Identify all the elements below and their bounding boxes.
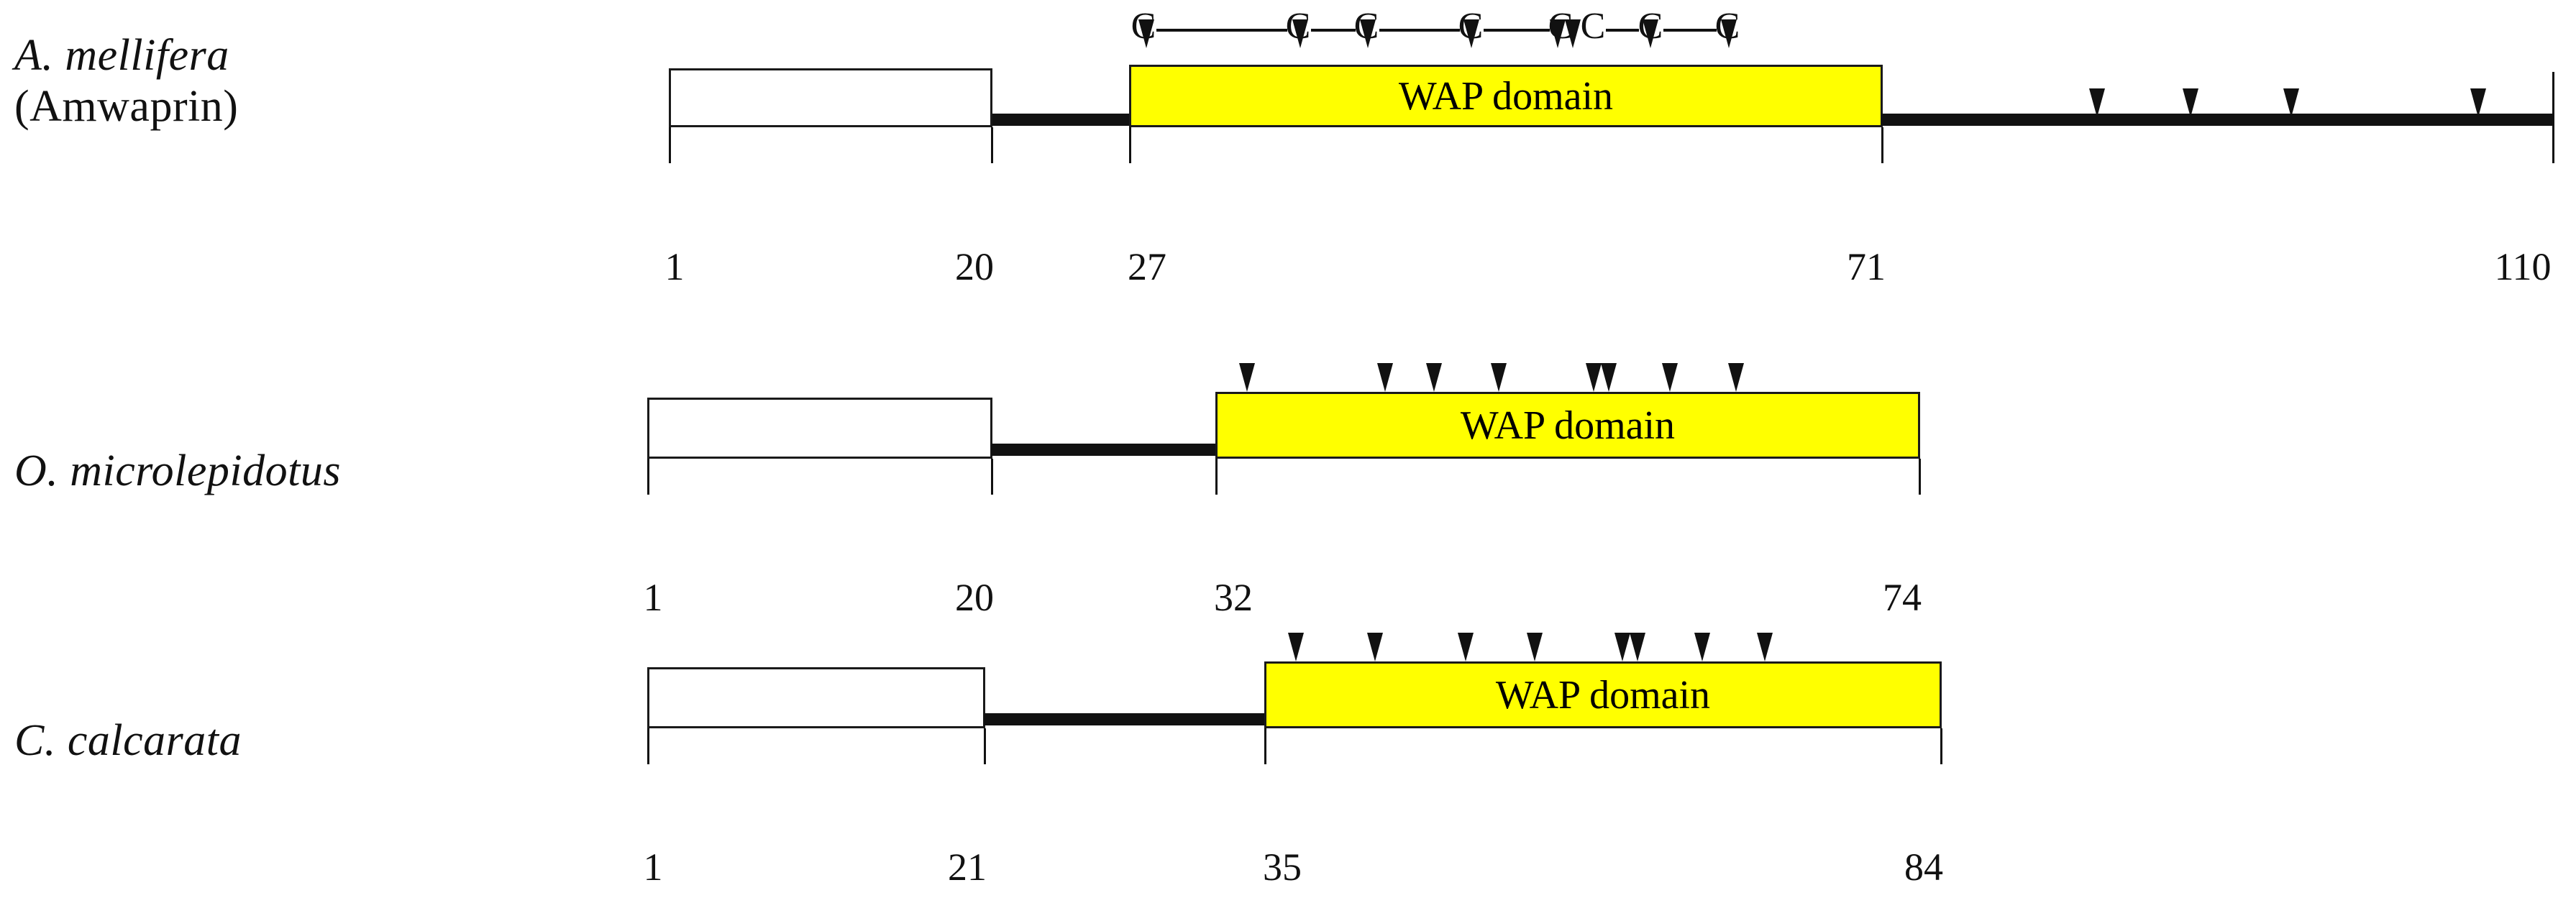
axis-tick: [991, 127, 993, 163]
cys-arrow-marker: [1426, 363, 1442, 392]
axis-label: 84: [1904, 846, 1943, 889]
species-name-line1: A. mellifera: [14, 31, 229, 80]
wap-domain-label: WAP domain: [1495, 672, 1711, 718]
cys-link-1-2: [1156, 29, 1287, 32]
axis-tick: [2552, 72, 2554, 163]
species-name-line1: O. microlepidotus: [14, 446, 341, 495]
axis-tick: [1129, 127, 1131, 163]
cys-arrow-marker: [2089, 88, 2105, 117]
cys-arrow-marker: [1614, 633, 1630, 661]
cys-letter-6: C: [1580, 6, 1606, 47]
cys-arrow-marker: [1292, 19, 1308, 48]
axis-label: 71: [1847, 245, 1886, 288]
cys-arrow-marker: [1491, 363, 1507, 392]
axis-label: 20: [955, 576, 994, 619]
cys-arrow-marker: [1662, 363, 1678, 392]
axis-tick: [669, 127, 671, 163]
axis-label: 74: [1883, 576, 1922, 619]
signal-peptide-box-row2: [647, 398, 992, 459]
cys-arrow-marker: [1630, 633, 1645, 661]
signal-peptide-box-row3: [647, 667, 985, 728]
cys-arrow-marker: [1360, 19, 1376, 48]
cys-arrow-marker: [1458, 633, 1474, 661]
wap-domain-box-row2: WAP domain: [1215, 392, 1920, 459]
wap-domain-box-row1: WAP domain: [1129, 65, 1883, 127]
axis-tick: [1940, 728, 1942, 764]
axis-label: 35: [1263, 846, 1302, 889]
species-label-o-microlepidotus: O. microlepidotus: [14, 446, 341, 497]
axis-label: 32: [1214, 576, 1253, 619]
cys-arrow-marker: [1757, 633, 1773, 661]
cys-arrow-marker: [1288, 633, 1304, 661]
signal-peptide-box-row1: [669, 68, 992, 127]
axis-label: 21: [948, 846, 987, 889]
cys-arrow-marker: [1601, 363, 1617, 392]
cys-arrow-marker: [2470, 88, 2486, 117]
axis-tick: [1881, 127, 1883, 163]
cys-arrow-marker: [1550, 19, 1566, 48]
species-label-c-calcarata: C. calcarata: [14, 715, 242, 766]
cys-arrow-marker: [1138, 19, 1154, 48]
species-label-a-mellifera: A. mellifera (Amwaprin): [14, 30, 238, 132]
cys-arrow-marker: [1694, 633, 1710, 661]
cys-arrow-marker: [1721, 19, 1737, 48]
cys-arrow-marker: [1728, 363, 1744, 392]
cys-link-4-5: [1484, 29, 1550, 32]
cys-arrow-marker: [1527, 633, 1543, 661]
wap-domain-label: WAP domain: [1460, 403, 1676, 448]
linker-line-row2: [991, 444, 1217, 456]
linker-line-row3: [984, 713, 1266, 725]
linker-line-row1: [992, 114, 1131, 126]
cys-arrow-marker: [1377, 363, 1393, 392]
cys-arrow-marker: [1367, 633, 1383, 661]
cys-link-2-3: [1311, 29, 1356, 32]
wap-domain-box-row3: WAP domain: [1264, 661, 1942, 728]
cys-arrow-marker: [1586, 363, 1602, 392]
axis-label: 110: [2494, 245, 2552, 288]
axis-label: 1: [643, 576, 663, 619]
axis-label: 27: [1128, 245, 1166, 288]
cys-arrow-marker: [1463, 19, 1479, 48]
axis-label: 1: [664, 245, 685, 288]
cys-arrow-marker: [1565, 19, 1581, 48]
cys-link-7-8: [1663, 29, 1717, 32]
cys-arrow-marker: [1239, 363, 1255, 392]
cys-arrow-marker: [2283, 88, 2299, 117]
species-name-line1: C. calcarata: [14, 716, 242, 765]
cys-arrow-marker: [1643, 19, 1658, 48]
cys-link-6-7: [1606, 29, 1639, 32]
axis-tick: [1215, 459, 1218, 495]
axis-label: 20: [955, 245, 994, 288]
axis-tick: [991, 459, 993, 495]
cys-arrow-marker: [2183, 88, 2198, 117]
c-terminal-tail-row1: [1881, 114, 2554, 126]
axis-label: 1: [643, 846, 663, 889]
wap-domain-label: WAP domain: [1398, 73, 1614, 119]
axis-tick: [647, 728, 649, 764]
cys-link-3-4: [1379, 29, 1460, 32]
axis-tick: [1919, 459, 1921, 495]
axis-tick: [984, 728, 986, 764]
axis-tick: [647, 459, 649, 495]
species-name-line2: (Amwaprin): [14, 82, 239, 131]
axis-tick: [1264, 728, 1266, 764]
